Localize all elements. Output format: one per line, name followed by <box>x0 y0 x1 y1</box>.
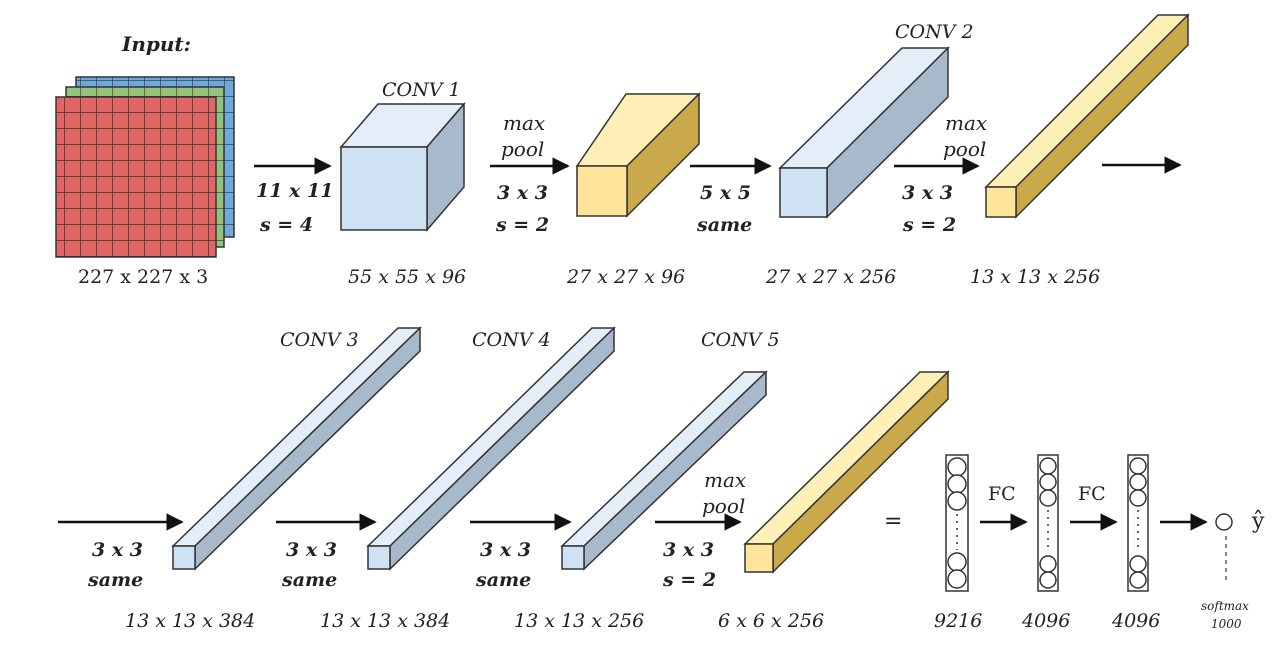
fc-column-4096-a <box>1037 454 1059 592</box>
conv3-dims: 13 x 13 x 384 <box>125 610 255 632</box>
fc-column-4096-b <box>1127 454 1149 592</box>
fc-size-4096-b: 4096 <box>1111 610 1160 632</box>
pool3-dims: 6 x 6 x 256 <box>718 610 824 632</box>
conv3-block <box>171 326 422 571</box>
fc-size-9216: 9216 <box>934 610 982 632</box>
conv3-label: CONV 3 <box>280 329 359 351</box>
conv1-dims: 55 x 55 x 96 <box>348 266 466 288</box>
pool1-block <box>575 92 701 218</box>
softmax-label: softmax <box>1201 599 1249 613</box>
conv4-label: CONV 4 <box>472 329 551 351</box>
conv1-op-kernel: 11 x 11 <box>256 180 333 202</box>
output-node <box>1215 513 1233 531</box>
pool1-dims: 27 x 27 x 96 <box>566 266 685 288</box>
conv2-label: CONV 2 <box>895 21 974 43</box>
fc1-label: FC <box>988 483 1016 505</box>
conv1-op-stride: s = 4 <box>259 214 313 236</box>
conv4-block <box>366 326 616 571</box>
conv2-op-pad: same <box>696 214 752 236</box>
conv2-block <box>778 46 950 219</box>
equals-sign: = <box>884 509 902 534</box>
pool3-op-kernel: 3 x 3 <box>663 539 714 561</box>
output-symbol: ŷ <box>1251 509 1265 534</box>
pool1-label-max: max <box>503 111 545 135</box>
fc2-label: FC <box>1078 483 1106 505</box>
conv2-dims: 27 x 27 x 256 <box>765 266 896 288</box>
input-title: Input: <box>121 32 191 56</box>
conv5-op-pad: same <box>475 569 531 591</box>
pool2-dims: 13 x 13 x 256 <box>970 266 1100 288</box>
pool1-label-pool: pool <box>501 137 544 161</box>
conv5-label: CONV 5 <box>701 329 780 351</box>
pool2-block <box>984 13 1190 219</box>
conv1-label: CONV 1 <box>382 79 461 101</box>
input-image <box>55 76 235 258</box>
input-dims: 227 x 227 x 3 <box>78 266 208 288</box>
conv5-block <box>560 370 768 571</box>
pool2-label-pool: pool <box>943 137 986 161</box>
softmax-size: 1000 <box>1211 617 1242 631</box>
pool2-label-max: max <box>945 111 987 135</box>
conv3-op-pad: same <box>87 569 143 591</box>
conv4-dims: 13 x 13 x 384 <box>320 610 450 632</box>
pool2-op-kernel: 3 x 3 <box>902 182 953 204</box>
conv5-dims: 13 x 13 x 256 <box>514 610 644 632</box>
pool2-op-stride: s = 2 <box>902 214 956 236</box>
conv3-op-kernel: 3 x 3 <box>92 539 143 561</box>
conv4-op-pad: same <box>281 569 337 591</box>
conv5-op-kernel: 3 x 3 <box>480 539 531 561</box>
conv2-op-kernel: 5 x 5 <box>700 182 751 204</box>
fc-column-9216 <box>945 454 969 592</box>
pool1-op-stride: s = 2 <box>495 214 549 236</box>
conv4-op-kernel: 3 x 3 <box>286 539 337 561</box>
pool3-label-pool: pool <box>702 494 745 518</box>
conv1-block <box>339 101 466 233</box>
pool3-op-stride: s = 2 <box>662 569 716 591</box>
pool1-op-kernel: 3 x 3 <box>497 182 548 204</box>
pool3-block <box>743 370 950 574</box>
pool3-label-max: max <box>704 468 746 492</box>
fc-size-4096-a: 4096 <box>1021 610 1070 632</box>
